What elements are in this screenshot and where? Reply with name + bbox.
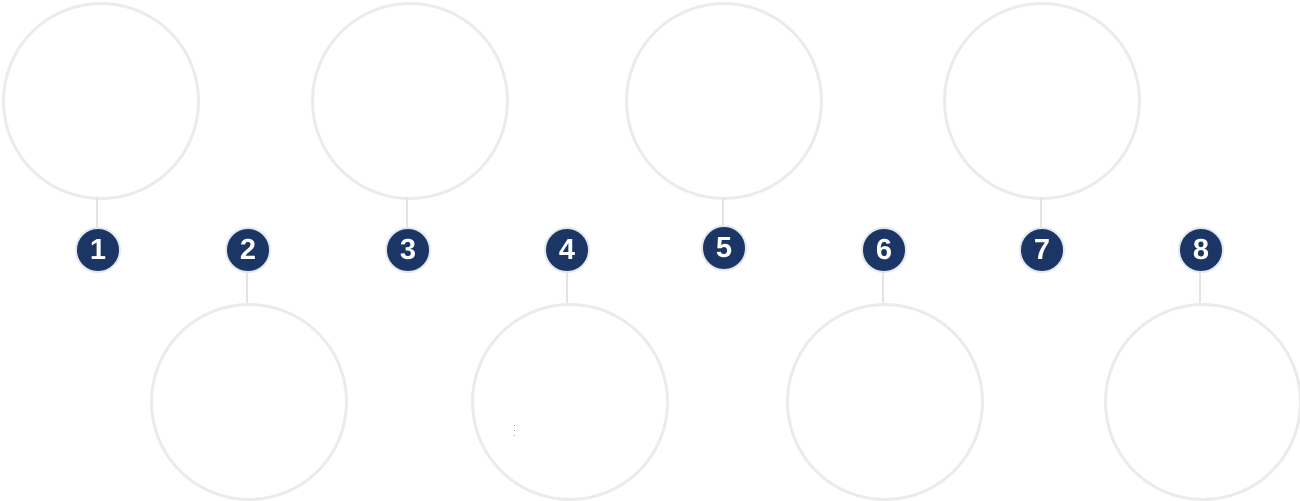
step-5-badge: 5 bbox=[701, 225, 747, 271]
step-3-badge: 3 bbox=[385, 227, 431, 273]
step-1-badge: 1 bbox=[75, 227, 121, 273]
step-8-circle bbox=[1104, 303, 1300, 501]
step-5-connector bbox=[722, 197, 724, 227]
step-4-badge: 4 bbox=[544, 227, 590, 273]
step-5-circle bbox=[625, 2, 823, 200]
step-6-badge: 6 bbox=[861, 227, 907, 273]
step-2-badge: 2 bbox=[225, 227, 271, 273]
step-7-badge: 7 bbox=[1019, 227, 1065, 273]
step-2-connector bbox=[246, 271, 248, 303]
step-8-connector bbox=[1199, 271, 1201, 303]
step-4-ellipsis-icon bbox=[513, 425, 516, 437]
step-4-connector bbox=[566, 271, 568, 303]
step-6-connector bbox=[882, 271, 884, 303]
step-3-connector bbox=[406, 197, 408, 229]
step-8-badge: 8 bbox=[1178, 227, 1224, 273]
step-6-circle bbox=[786, 303, 984, 501]
step-3-circle bbox=[311, 2, 509, 200]
step-7-circle bbox=[943, 2, 1141, 200]
step-1-connector bbox=[96, 197, 98, 229]
step-4-circle bbox=[471, 303, 669, 501]
step-2-circle bbox=[150, 303, 348, 501]
step-7-connector bbox=[1040, 197, 1042, 229]
step-1-circle bbox=[2, 2, 200, 200]
